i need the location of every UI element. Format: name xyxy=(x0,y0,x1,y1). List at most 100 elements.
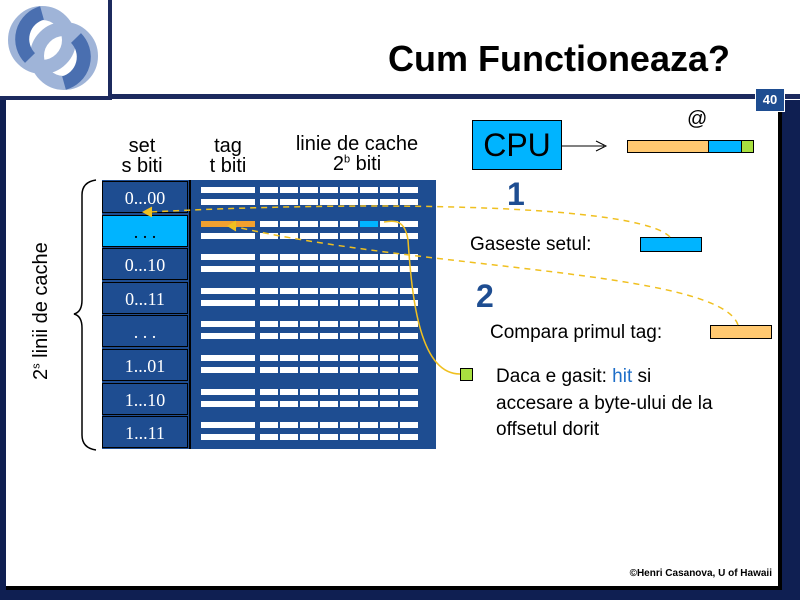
header-tag-line1: tag xyxy=(214,135,242,157)
line-segment xyxy=(360,401,378,407)
line-segment xyxy=(280,434,298,440)
line-segment xyxy=(300,254,318,260)
set-cell: 0...10 xyxy=(102,248,188,280)
line-segment xyxy=(400,389,418,395)
tag-bar xyxy=(201,187,255,193)
tag-bar xyxy=(201,434,255,440)
result-hit: hit xyxy=(612,366,633,387)
line-segment xyxy=(280,288,298,294)
line-segment xyxy=(280,300,298,306)
line-segment xyxy=(340,333,358,339)
address-tag-field xyxy=(627,140,709,153)
set-cell: 0...11 xyxy=(102,282,188,314)
line-segment xyxy=(280,401,298,407)
set-cell: . . . xyxy=(102,315,188,347)
tag-bar xyxy=(201,288,255,294)
slide-number: 40 xyxy=(755,88,785,112)
line-segment xyxy=(380,389,398,395)
line-segment xyxy=(380,221,398,227)
step-1-set-marker xyxy=(640,237,702,252)
header-line-base: 2 xyxy=(332,153,344,175)
line-segment xyxy=(260,333,278,339)
line-segment xyxy=(400,221,418,227)
line-segment xyxy=(340,355,358,361)
line-segment xyxy=(300,434,318,440)
line-segment xyxy=(260,300,278,306)
line-segment xyxy=(320,300,338,306)
line-segment xyxy=(400,288,418,294)
set-cell: . . . xyxy=(102,215,188,247)
line-segment xyxy=(300,221,318,227)
tag-bar xyxy=(201,389,255,395)
cpu-box: CPU xyxy=(472,120,562,170)
line-segment xyxy=(320,355,338,361)
line-segment xyxy=(360,355,378,361)
line-segment xyxy=(300,187,318,193)
step-1-number: 1 xyxy=(507,176,525,212)
line-segment xyxy=(380,254,398,260)
line-segment xyxy=(340,300,358,306)
line-segment xyxy=(280,254,298,260)
set-cell: 1...01 xyxy=(102,349,188,381)
line-segment xyxy=(320,401,338,407)
line-segment xyxy=(380,233,398,239)
line-segment xyxy=(300,199,318,205)
line-segment xyxy=(380,321,398,327)
line-segment xyxy=(280,355,298,361)
line-segment xyxy=(340,288,358,294)
line-segment xyxy=(320,321,338,327)
header-set-line1: set xyxy=(128,135,156,157)
line-segment xyxy=(380,288,398,294)
tag-bar xyxy=(201,199,255,205)
line-segment xyxy=(360,367,378,373)
line-segment xyxy=(360,300,378,306)
line-segment xyxy=(340,422,358,428)
header-set: set s biti xyxy=(110,136,174,176)
line-segment xyxy=(260,221,278,227)
line-segment xyxy=(260,355,278,361)
logo-box xyxy=(0,0,112,100)
line-segment xyxy=(400,300,418,306)
line-segment xyxy=(360,422,378,428)
header-tag: tag t biti xyxy=(196,136,260,176)
line-segment xyxy=(400,187,418,193)
line-segment xyxy=(280,233,298,239)
result-prefix: Daca e gasit: xyxy=(496,366,613,387)
line-segment xyxy=(260,401,278,407)
line-segment xyxy=(340,233,358,239)
line-segment xyxy=(300,300,318,306)
header-tag-line2: t biti xyxy=(209,155,247,177)
line-segment xyxy=(320,288,338,294)
line-segment xyxy=(340,401,358,407)
line-segment xyxy=(360,288,378,294)
line-segment xyxy=(320,389,338,395)
line-segment xyxy=(400,266,418,272)
line-segment xyxy=(380,333,398,339)
grid-divider xyxy=(189,180,191,449)
line-segment xyxy=(340,199,358,205)
step-1-text: Gaseste setul: xyxy=(470,234,592,255)
line-segment xyxy=(280,187,298,193)
tag-bar xyxy=(201,221,255,227)
line-segment xyxy=(260,434,278,440)
line-segment xyxy=(320,266,338,272)
line-segment xyxy=(300,367,318,373)
line-segment xyxy=(340,434,358,440)
line-segment xyxy=(400,434,418,440)
line-segment xyxy=(320,187,338,193)
header-line-line2: 2b biti xyxy=(282,154,432,174)
header-line-unit: biti xyxy=(350,153,382,175)
line-segment xyxy=(260,233,278,239)
tag-bar xyxy=(201,333,255,339)
line-segment xyxy=(340,266,358,272)
tag-bar xyxy=(201,321,255,327)
line-segment xyxy=(340,187,358,193)
address-set-field xyxy=(708,140,742,153)
set-cell: 0...00 xyxy=(102,181,188,213)
line-segment xyxy=(280,389,298,395)
line-segment xyxy=(380,300,398,306)
side-label-exp: s xyxy=(30,363,43,369)
line-segment xyxy=(400,333,418,339)
line-segment xyxy=(280,321,298,327)
line-segment xyxy=(320,422,338,428)
